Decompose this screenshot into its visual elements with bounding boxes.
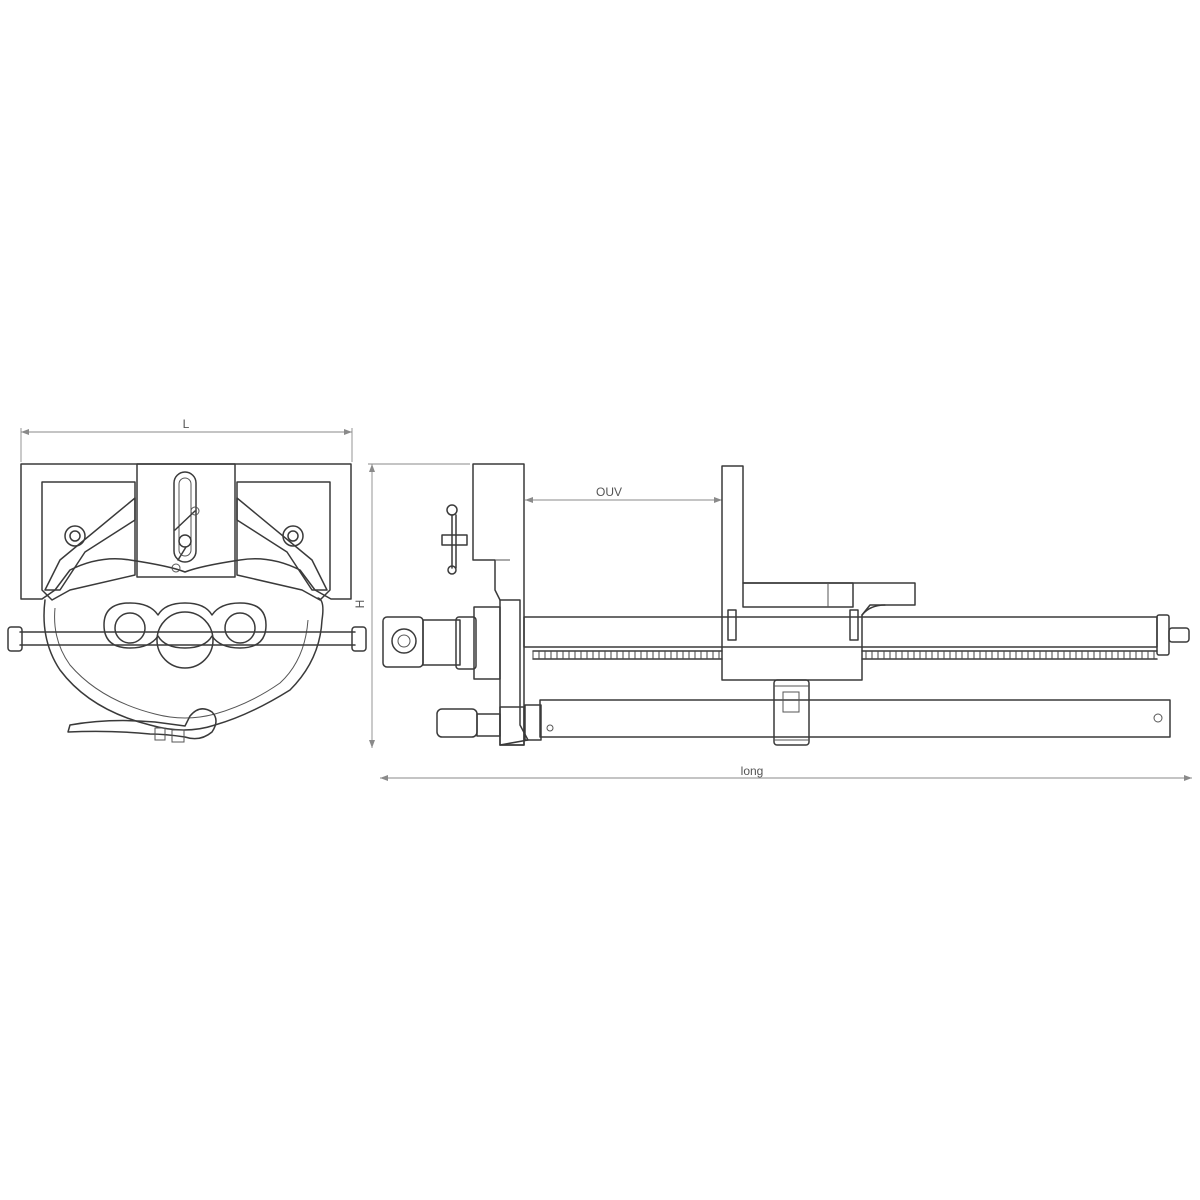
front-jaw-plate: [20, 463, 352, 600]
dimension-L: L: [20, 417, 353, 462]
front-handle-knob-right: [351, 626, 367, 652]
front-center-block: [136, 463, 236, 578]
front-view: L: [7, 417, 367, 743]
label-H: H: [353, 600, 367, 609]
dimension-OUV: OUV: [525, 485, 722, 503]
side-slide-clamp: [773, 679, 810, 746]
side-slide-bar: [539, 699, 1171, 738]
front-handle-knob-left: [7, 626, 23, 652]
label-long: long: [741, 764, 764, 778]
label-OUV: OUV: [596, 485, 622, 499]
side-handle-hub: [382, 616, 424, 668]
front-quick-release-lever: [67, 708, 217, 740]
side-end-stop: [1156, 614, 1170, 656]
side-fixed-jaw: [472, 463, 525, 746]
front-left-arm: [44, 497, 136, 591]
front-right-arm: [236, 497, 328, 591]
front-nut-housing: [103, 602, 267, 649]
side-mounting-pin: [441, 504, 468, 575]
side-view: H OUV long: [353, 463, 1192, 781]
front-jaw-right-recess: [236, 481, 331, 601]
label-L: L: [183, 417, 190, 431]
dimension-H: H: [353, 463, 470, 748]
front-jaw-left-recess: [41, 481, 136, 601]
side-lower-handle: [436, 708, 478, 738]
side-rack: [532, 650, 1158, 660]
dimension-long: long: [380, 764, 1192, 781]
side-guide-rod: [523, 616, 1158, 648]
side-moving-jaw: [721, 465, 916, 681]
front-body: [43, 597, 324, 731]
